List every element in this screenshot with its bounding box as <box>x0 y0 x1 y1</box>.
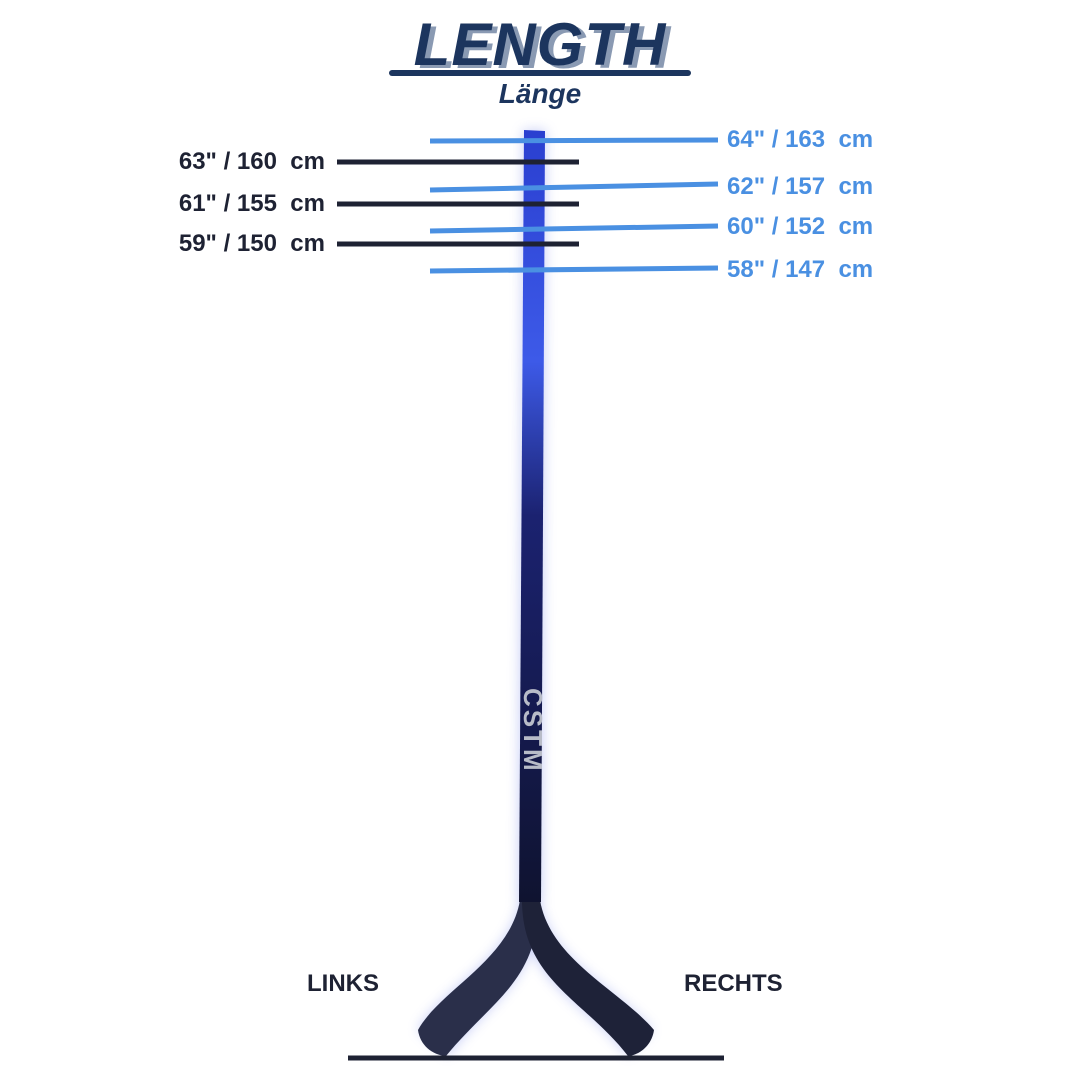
stick-brand: CSTM <box>518 688 548 774</box>
right-size-label: 58" / 147 cm <box>727 256 874 283</box>
stick-shaft <box>519 130 545 902</box>
right-size-label: 60" / 152 cm <box>727 213 874 240</box>
left-blade <box>418 900 539 1056</box>
left-size-label: 59" / 150 cm <box>178 230 325 257</box>
left-size-label: 61" / 155 cm <box>178 190 325 217</box>
right-blade <box>522 900 654 1056</box>
right-size-label: 62" / 157 cm <box>727 173 874 200</box>
left-size-lines <box>337 159 579 247</box>
right-size-lines <box>429 137 719 274</box>
left-size-label: 63" / 160 cm <box>178 148 325 175</box>
left-hand-label: LINKS <box>307 970 379 997</box>
title-divider <box>389 70 691 76</box>
right-size-label: 64" / 163 cm <box>727 126 874 153</box>
page-title: LENGTH <box>413 11 667 78</box>
page-subtitle: Länge <box>498 78 582 109</box>
right-hand-label: RECHTS <box>684 970 783 997</box>
